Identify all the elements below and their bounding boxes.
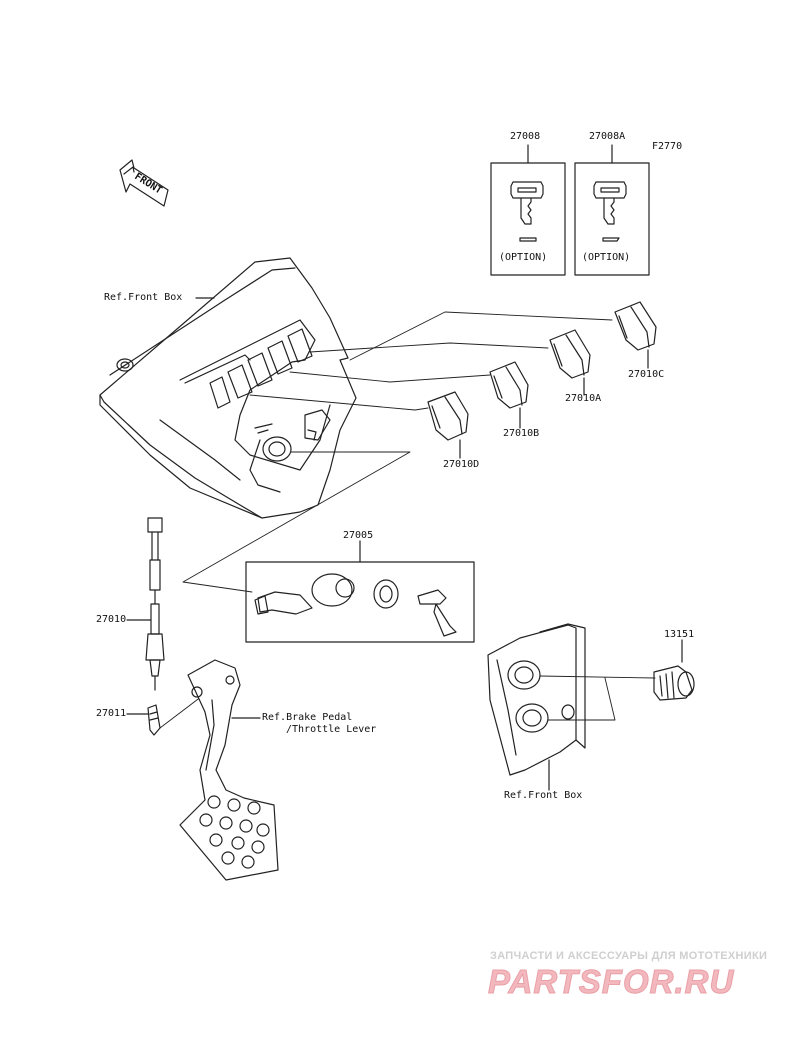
part-27010A-label: 27010A <box>565 393 602 404</box>
front-arrow-icon: FRONT <box>119 159 169 207</box>
ref-brake-pedal-line2: /Throttle Lever <box>286 724 377 735</box>
part-13151-label: 13151 <box>664 629 695 640</box>
part-27008-label: 27008 <box>510 131 541 142</box>
part-27010D-label: 27010D <box>443 459 480 470</box>
watermark-tagline: ЗАПЧАСТИ И АКСЕССУАРЫ ДЛЯ МОТОТЕХНИКИ <box>490 950 768 962</box>
rocker-switch-27010C <box>614 301 657 351</box>
ignition-switch-27005-box <box>245 561 475 643</box>
front-box-dashboard <box>99 257 357 519</box>
ref-front-box-bottom: Ref.Front Box <box>504 790 583 801</box>
ref-front-box-top: Ref.Front Box <box>104 292 183 303</box>
rocker-switch-27010D <box>427 391 469 441</box>
watermark-logo: PARTSFOR.RU <box>487 963 735 1001</box>
option-label-27008: (OPTION) <box>499 252 548 263</box>
part-27010C-label: 27010C <box>628 369 665 380</box>
option-label-27008A: (OPTION) <box>582 252 631 263</box>
rocker-switch-27010A <box>549 329 591 379</box>
part-27010B-label: 27010B <box>503 428 540 439</box>
part-27008A-label: 27008A <box>589 131 626 142</box>
socket-cap-13151 <box>653 665 695 701</box>
figure-code: F2770 <box>652 141 683 152</box>
front-box-lower <box>487 623 586 776</box>
ref-brake-pedal-line1: Ref.Brake Pedal <box>262 712 353 723</box>
rocker-switch-27010B <box>489 361 529 409</box>
brake-switch-27010 <box>145 517 165 691</box>
part-27005-label: 27005 <box>343 530 374 541</box>
brake-pedal <box>179 659 279 881</box>
part-27011-label: 27011 <box>96 708 127 719</box>
clip-27011 <box>147 704 161 736</box>
part-27010-label: 27010 <box>96 614 127 625</box>
